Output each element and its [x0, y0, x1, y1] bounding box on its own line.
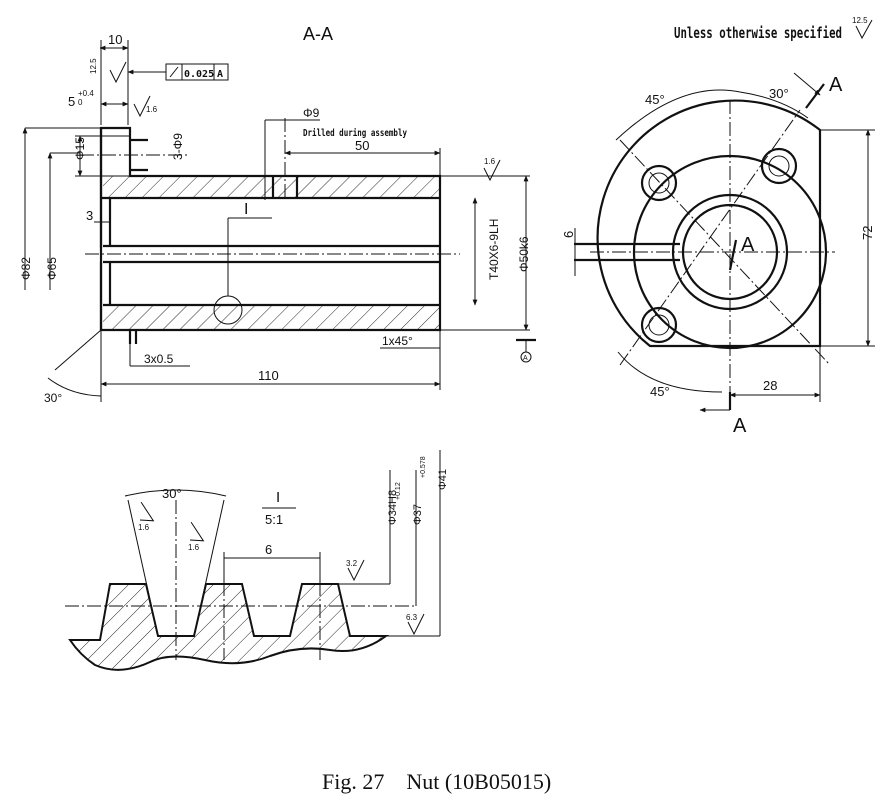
dim-hole-dia: Φ9: [303, 106, 320, 120]
dim-length: 110: [258, 368, 279, 383]
upper-wall-hatch: [103, 176, 440, 198]
svg-text:+0.12: +0.12: [395, 482, 402, 500]
drill-note: Drilled during assembly: [303, 127, 407, 139]
svg-text:12.5: 12.5: [852, 16, 868, 25]
datum-label: A: [523, 355, 528, 362]
svg-text:1.6: 1.6: [138, 523, 150, 532]
dim-pin-dia: Φ15: [73, 137, 87, 160]
dim-bore-dia: Φ50k6: [517, 236, 531, 272]
dim-groove-offset: 3: [86, 208, 93, 223]
angle-30: 30°: [44, 391, 62, 405]
groove: 3x0.5: [144, 352, 174, 366]
detail-marker: I: [244, 201, 248, 218]
svg-text:0: 0: [78, 98, 83, 107]
svg-text:1.6: 1.6: [484, 157, 496, 166]
cut-top: A: [829, 74, 843, 96]
chamfer: 1x45°: [382, 334, 413, 348]
dim-height: 72: [860, 226, 875, 240]
angle-bottom: 45°: [650, 384, 670, 399]
dim-major-dia: Φ41: [437, 469, 449, 490]
thread-profile: [68, 583, 390, 671]
dim-hole-position: 50: [355, 138, 369, 153]
thread-spec: T40X6-9LH: [487, 219, 501, 280]
detail-title: I: [276, 489, 280, 506]
cut-bottom: A: [733, 415, 747, 437]
svg-text:A: A: [217, 69, 223, 80]
detail-view: 30° 1.6 1.6 I 5:1 6 3.2 Φ34H8 Φ37 +0.12 …: [65, 450, 449, 671]
end-view: 45° 30° A A 45° A 72 6 28: [561, 72, 875, 437]
svg-text:0.025: 0.025: [184, 69, 214, 80]
angle-top: 30°: [769, 86, 789, 101]
runout-tolerance-frame: 0.025 A: [127, 63, 229, 81]
svg-text:6.3: 6.3: [406, 613, 418, 622]
dim-pin-qty: 3-Φ9: [171, 133, 185, 160]
general-note: Unless otherwise specified: [674, 24, 842, 42]
dim-offset: 28: [763, 378, 777, 393]
svg-text:3.2: 3.2: [346, 559, 358, 568]
svg-text:1.6: 1.6: [188, 543, 200, 552]
svg-text:+0.4: +0.4: [78, 89, 94, 98]
svg-text:1.6: 1.6: [146, 105, 158, 114]
general-roughness-symbol: 12.5: [852, 16, 873, 40]
center-label: A: [741, 234, 755, 256]
dim-pitch: 6: [265, 542, 272, 557]
dim-minor-dia: Φ34H8: [387, 490, 399, 525]
dim-outer-dia: Φ82: [19, 257, 33, 280]
angle-top-left: 45°: [645, 92, 665, 107]
section-label: A-A: [303, 24, 333, 44]
dim-flange-height: 5: [68, 94, 75, 109]
dim-slot-width: 6: [561, 231, 576, 238]
lower-wall-hatch: [103, 305, 440, 330]
dim-flange-dia: Φ65: [45, 257, 59, 280]
figure-caption: Fig. 27 Nut (10B05015): [322, 769, 551, 794]
dim-flange-width: 10: [108, 32, 122, 47]
svg-text:+0.578: +0.578: [420, 456, 427, 478]
detail-scale: 5:1: [265, 512, 283, 527]
thread-angle: 30°: [162, 486, 182, 501]
section-view: I 10 0.025 A 12.5 5 +0.4 0 1.6 Φ15 3-Φ9: [19, 32, 536, 405]
dim-pitch-dia: Φ37: [412, 504, 424, 525]
svg-text:12.5: 12.5: [89, 58, 98, 74]
